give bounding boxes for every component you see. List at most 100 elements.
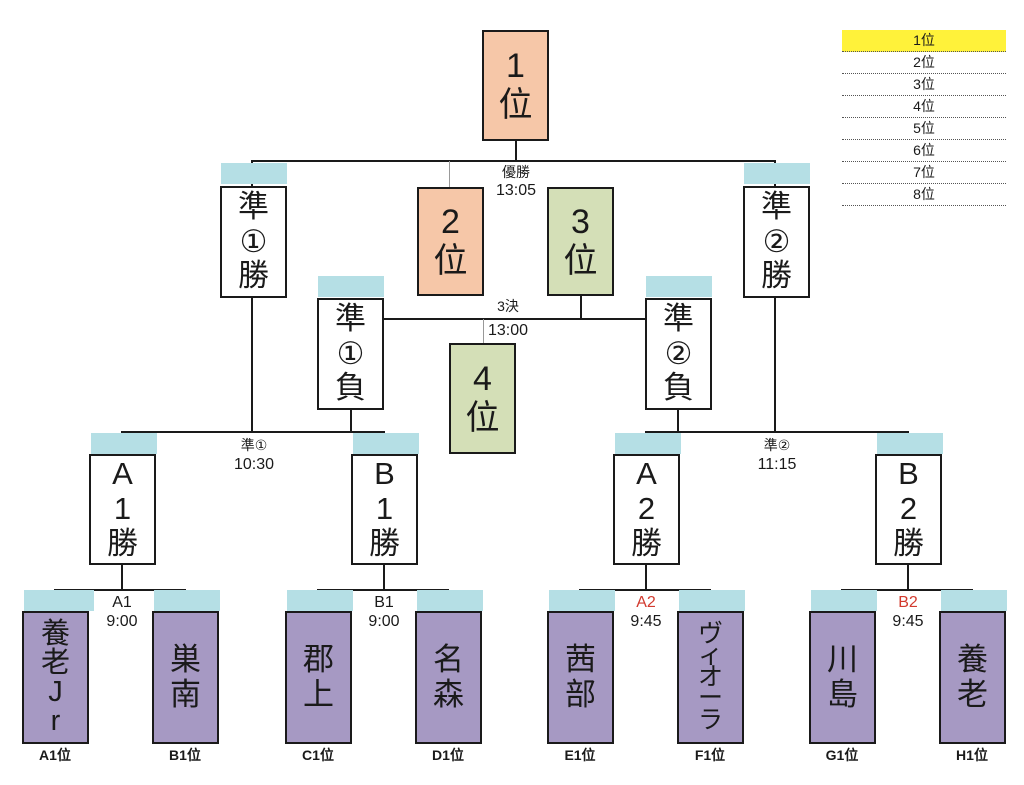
seed-label: C1位 (302, 747, 334, 763)
team-box: 養 老 (939, 611, 1006, 744)
b2-match-name: B2 (898, 594, 918, 611)
team-name-char: ラ (697, 705, 723, 734)
box-text: 勝 (238, 258, 269, 294)
team-name-char: オ (697, 662, 723, 691)
box-text: 準 (335, 300, 366, 336)
rank-text: 4 (473, 360, 492, 399)
box-text: 準 (761, 188, 792, 224)
box-text: 2 (899, 491, 918, 527)
team-name-char: r (50, 704, 61, 737)
slot-tab (353, 433, 419, 454)
team-name-char: 茜 (565, 641, 596, 677)
semi1-match-name: 準① (240, 437, 268, 453)
b1-match-name: B1 (374, 594, 394, 611)
a2-match-time: 9:45 (630, 613, 662, 630)
team-name-char: 養 (40, 617, 70, 650)
bracket-line (54, 589, 186, 591)
team-name-char: 巣 (170, 641, 201, 677)
champion-box: 1 位 (482, 30, 549, 141)
team-box: 名 森 (415, 611, 482, 744)
bracket-line (251, 298, 253, 432)
team-box: 茜 部 (547, 611, 614, 744)
seed-label: F1位 (694, 747, 726, 763)
team-name-char: 名 (433, 641, 464, 677)
seed-label: D1位 (432, 747, 464, 763)
semi1-match-time: 10:30 (233, 456, 275, 473)
box-text: 1 (375, 491, 394, 527)
semi2-winner-box: 準 ② 勝 (743, 186, 810, 298)
box-text: ① (336, 335, 365, 371)
b1-winner-box: B 1 勝 (351, 454, 418, 565)
bracket-line (383, 318, 646, 320)
box-text: B (898, 456, 919, 492)
team-name-char: 部 (565, 676, 596, 712)
slot-tab (91, 433, 157, 454)
legend-row: 3位 (842, 74, 1006, 96)
box-text: A (112, 456, 133, 492)
bracket-line (579, 589, 711, 591)
third-place-match-time: 13:00 (487, 322, 529, 339)
slot-tab (417, 590, 483, 611)
bracket-line (645, 431, 909, 433)
slot-tab (877, 433, 943, 454)
slot-tab (318, 276, 384, 297)
seed-label: E1位 (564, 747, 596, 763)
box-text: 2 (637, 491, 656, 527)
semi2-loser-box: 準 ② 負 (645, 298, 712, 410)
fourth-place-box: 4 位 (449, 343, 516, 454)
slot-tab (744, 163, 810, 184)
bracket-line (383, 565, 385, 590)
box-text: ② (664, 335, 693, 371)
a2-winner-box: A 2 勝 (613, 454, 680, 565)
slot-tab (646, 276, 712, 297)
b2-match-time: 9:45 (892, 613, 924, 630)
runner-up-box: 2 位 (417, 187, 484, 296)
slot-tab (811, 590, 877, 611)
box-text: 準 (663, 300, 694, 336)
legend-row: 8位 (842, 184, 1006, 206)
team-name-char: ー (697, 684, 723, 713)
rank-text: 2 (441, 203, 460, 242)
box-text: ② (762, 223, 791, 259)
box-text: 勝 (893, 525, 924, 561)
semi1-winner-box: 準 ① 勝 (220, 186, 287, 298)
legend-row: 7位 (842, 162, 1006, 184)
a1-winner-box: A 1 勝 (89, 454, 156, 565)
box-text: 1 (113, 491, 132, 527)
rank-text: 3 (571, 203, 590, 242)
final-match-name: 優勝 (502, 164, 530, 180)
team-name-char: 川 (827, 641, 858, 677)
bracket-line (317, 589, 449, 591)
a1-match-time: 9:00 (106, 613, 138, 630)
legend-row: 4位 (842, 96, 1006, 118)
slot-tab (941, 590, 1007, 611)
seed-label: A1位 (39, 747, 71, 763)
bracket-line (907, 565, 909, 590)
box-text: 勝 (761, 258, 792, 294)
legend-row: 2位 (842, 52, 1006, 74)
team-box: 郡 上 (285, 611, 352, 744)
box-text: 負 (663, 370, 694, 406)
rank-text: 位 (498, 85, 533, 124)
team-name-char: 上 (303, 676, 334, 712)
rank-text: 1 (506, 47, 525, 86)
box-text: B (374, 456, 395, 492)
bracket-line (515, 140, 517, 161)
slot-tab (679, 590, 745, 611)
bracket-line (580, 296, 582, 319)
slot-tab (154, 590, 220, 611)
team-name-char: 南 (170, 676, 201, 712)
semi1-loser-box: 準 ① 負 (317, 298, 384, 410)
box-text: 負 (335, 370, 366, 406)
semi2-match-time: 11:15 (757, 456, 797, 473)
slot-tab (24, 590, 94, 611)
team-box: ヴ ィ オ ー ラ (677, 611, 744, 744)
team-name-char: ィ (697, 641, 723, 670)
rank-text: 位 (465, 398, 500, 437)
b2-winner-box: B 2 勝 (875, 454, 942, 565)
slot-tab (549, 590, 615, 611)
bracket-line (350, 410, 352, 432)
a1-match-name: A1 (112, 594, 132, 611)
b1-match-time: 9:00 (368, 613, 400, 630)
bracket-line (483, 319, 484, 343)
